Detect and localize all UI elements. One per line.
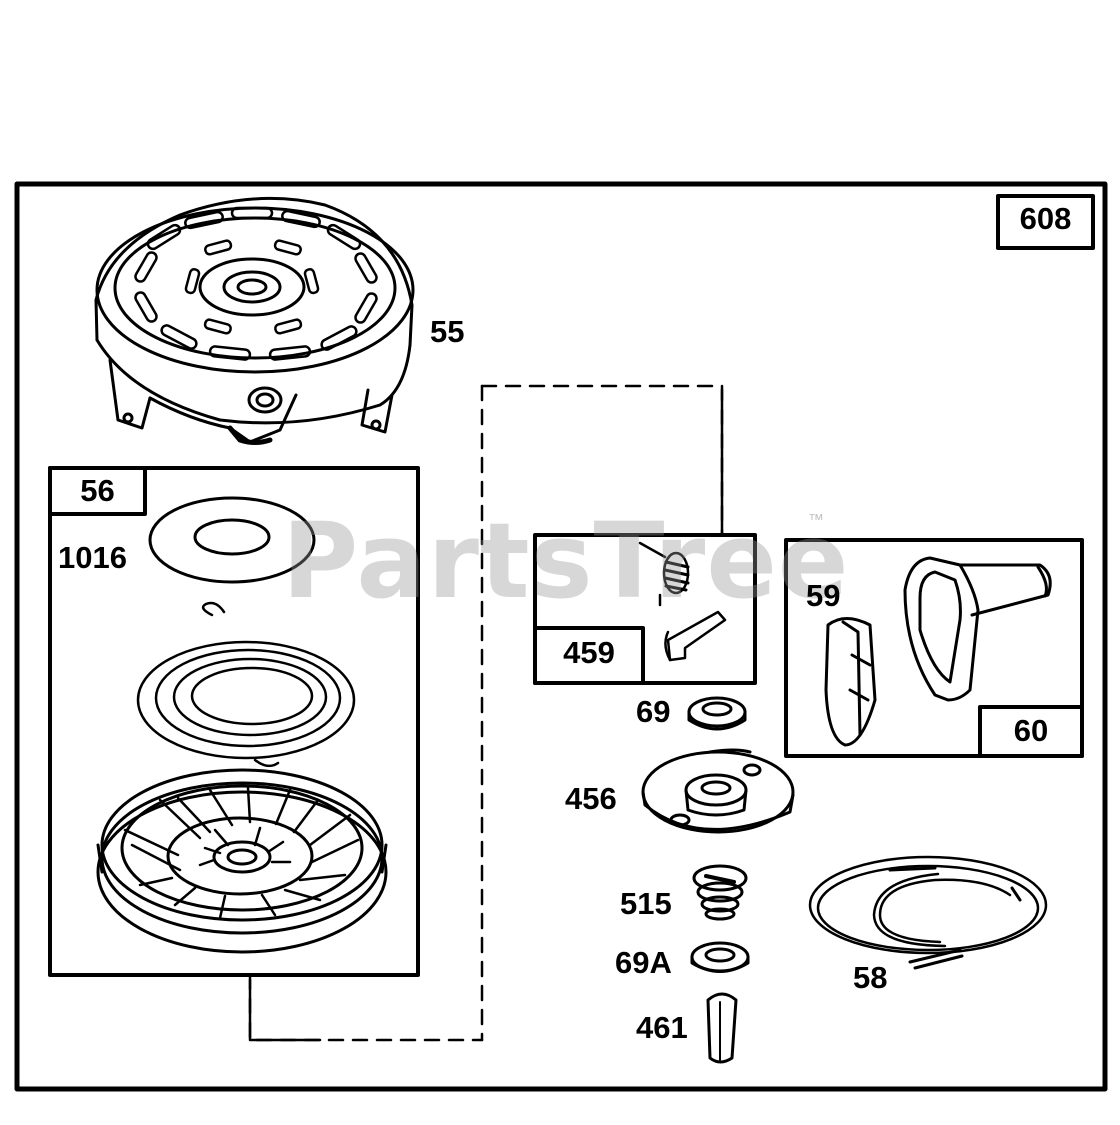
callout-1016: 1016 <box>58 540 127 575</box>
callout-456: 456 <box>565 781 617 816</box>
washer-69a <box>690 941 750 973</box>
washer-1016 <box>148 496 316 584</box>
callout-69a: 69A <box>615 945 672 980</box>
pawl <box>664 610 727 662</box>
box-label-56: 56 <box>80 473 115 508</box>
starter-pulley <box>96 768 388 954</box>
callout-58: 58 <box>853 960 888 995</box>
box-label-60: 60 <box>1013 713 1049 748</box>
callout-461: 461 <box>636 1010 688 1045</box>
connector-lines <box>248 384 724 1042</box>
handle-box-tab <box>978 705 1084 758</box>
frame-label-box <box>996 194 1095 250</box>
retainer-456 <box>641 748 795 834</box>
spring-515 <box>692 864 748 921</box>
handle-insert <box>824 617 877 747</box>
handle-box <box>784 538 1084 758</box>
starter-housing <box>94 196 415 445</box>
pin-461 <box>706 992 738 1064</box>
trademark-symbol: ™ <box>808 512 824 529</box>
pawl-spring <box>638 541 690 607</box>
callout-59: 59 <box>806 578 841 613</box>
callout-69: 69 <box>636 694 671 729</box>
rope-58 <box>808 855 1048 970</box>
partstree-watermark: PartsTree <box>282 500 850 622</box>
spring-pulley-box <box>48 466 420 977</box>
washer-69 <box>687 696 747 731</box>
box-label-459: 459 <box>563 635 615 670</box>
recoil-spring <box>136 601 356 768</box>
starter-handle <box>903 556 1052 702</box>
pawl-box-tab <box>533 626 645 685</box>
spring-pulley-box-tab <box>48 466 147 516</box>
frame-label: 608 <box>1019 201 1072 236</box>
callout-515: 515 <box>620 886 672 921</box>
outer-frame <box>14 181 1108 1092</box>
callout-55: 55 <box>430 314 465 349</box>
